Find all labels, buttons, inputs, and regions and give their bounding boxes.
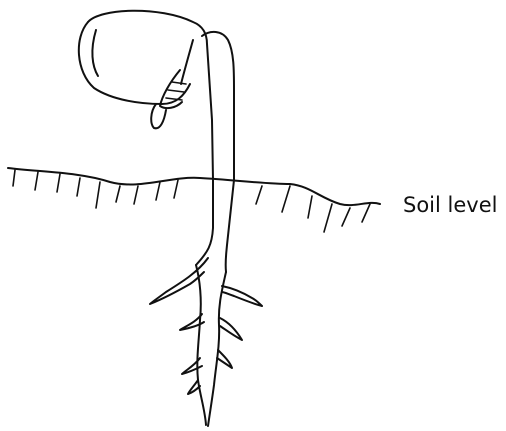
soil-hatching	[13, 170, 370, 232]
seedling-stem	[88, 11, 234, 272]
plumule	[151, 70, 186, 128]
soil-surface	[8, 168, 380, 205]
cotyledon	[79, 22, 190, 104]
root-system	[150, 258, 262, 426]
soil-level-label: Soil level	[403, 193, 497, 217]
